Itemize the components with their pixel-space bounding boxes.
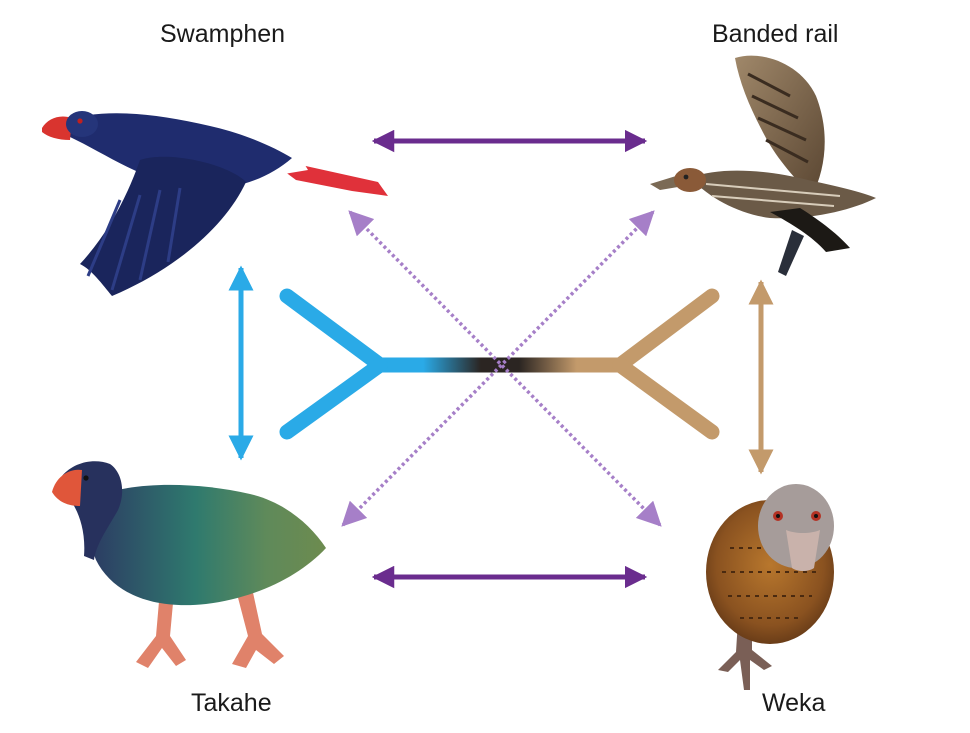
takahe-image — [52, 461, 326, 668]
label-banded-rail: Banded rail — [712, 20, 839, 48]
tree-branch-takahe — [279, 357, 388, 440]
tree-branch-banded-rail — [612, 288, 720, 373]
arrow-takahe-banded-rail-dotted — [341, 210, 655, 527]
label-swamphen: Swamphen — [160, 20, 286, 48]
swamphen-image — [42, 111, 388, 296]
weka-image — [706, 484, 834, 690]
label-takahe: Takahe — [191, 689, 272, 717]
banded-rail-image — [650, 55, 876, 276]
tree-branch-weka — [612, 357, 720, 440]
tree-branch-swamphen — [279, 288, 388, 373]
phylogenetic-tree — [279, 288, 720, 440]
label-weka: Weka — [762, 689, 826, 717]
